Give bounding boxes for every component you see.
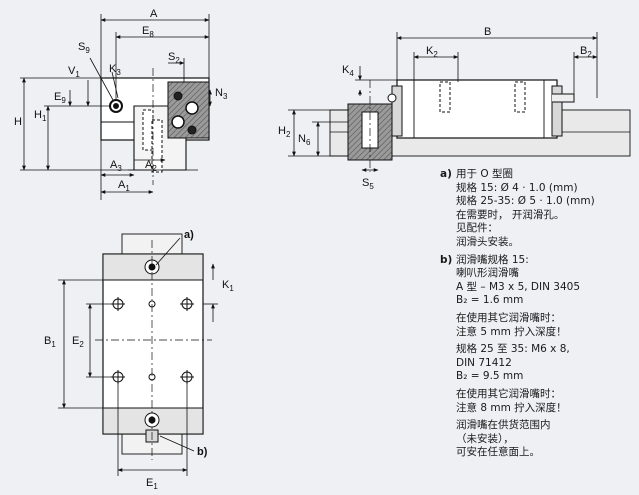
dim-S2: S2: [168, 51, 180, 65]
side-view: [329, 79, 631, 172]
note-b-line: 规格 25 至 35: M6 x 8,: [456, 343, 570, 356]
dim-S9: S9: [78, 41, 90, 55]
side-view-labels: B K2 B2 K4 H2 N6 S5: [278, 26, 592, 191]
dim-E9: E9: [54, 91, 66, 105]
dim-V1: V1: [68, 65, 80, 79]
note-a-key: a): [440, 168, 452, 180]
note-b-line: 可安在任意面上。: [456, 446, 540, 459]
dim-A1: A1: [118, 179, 130, 193]
top-view-labels: a) b) K1 B1 E2 E1: [44, 229, 234, 491]
callout-a: a): [184, 229, 194, 241]
dim-H: H: [14, 116, 22, 128]
note-b-line: 润滑嘴规格 15:: [456, 253, 529, 266]
dim-K2: K2: [426, 45, 438, 59]
dim-E2: E2: [72, 335, 84, 349]
note-a-line: 润滑头安装。: [456, 235, 519, 248]
dim-K3: K3: [109, 63, 121, 77]
dim-A3: A3: [110, 159, 122, 173]
note-b-line: （未安装），: [456, 432, 514, 445]
dim-B2: B2: [580, 45, 592, 59]
note-b-line: 注意 8 mm 拧入深度！: [456, 401, 567, 414]
note-b-line: A 型 – M3 x 5, DIN 3405: [456, 280, 581, 293]
top-view: [95, 233, 212, 460]
end-view-labels: A E8 S9 K3 S2 V1 E9 N3 H H1 A3 A2 A1: [14, 8, 228, 193]
note-b-key: b): [440, 253, 453, 266]
notes-panel: a) 用于 O 型圈 规格 15: Ø 4 · 1.0 (mm) 规格 25-3…: [440, 168, 635, 460]
dim-K4: K4: [342, 64, 354, 78]
note-a: a) 用于 O 型圈 规格 15: Ø 4 · 1.0 (mm) 规格 25-3…: [440, 168, 635, 250]
dim-H1: H1: [34, 109, 47, 123]
dim-A2: A2: [145, 159, 157, 173]
note-a-line: 见配件：: [456, 222, 498, 235]
note-b-line: 注意 5 mm 拧入深度！: [456, 325, 567, 338]
note-a-line: 规格 15: Ø 4 · 1.0 (mm): [456, 181, 578, 194]
end-view: [100, 68, 210, 185]
dim-N3: N3: [215, 87, 228, 101]
note-b-line: DIN 71412: [456, 356, 512, 369]
note-b: b) 润滑嘴规格 15: 喇叭形润滑嘴 A 型 – M3 x 5, DIN 34…: [440, 254, 635, 460]
note-b-line: 在使用其它润滑嘴时：: [456, 311, 561, 324]
note-b-line: 喇叭形润滑嘴: [456, 267, 519, 280]
dim-E1: E1: [146, 477, 158, 491]
note-a-line: 在需要时， 开润滑孔。: [456, 208, 565, 221]
dim-E8: E8: [142, 25, 154, 39]
dim-N6: N6: [298, 133, 311, 147]
dim-B1: B1: [44, 335, 56, 349]
dim-A: A: [150, 8, 158, 20]
note-a-line: 用于 O 型圈: [456, 168, 513, 180]
note-a-line: 规格 25-35: Ø 5 · 1.0 (mm): [456, 195, 595, 208]
dim-S5: S5: [362, 177, 374, 191]
dim-B: B: [484, 26, 491, 38]
dim-K1: K1: [222, 279, 234, 293]
dim-H2: H2: [278, 125, 291, 139]
note-b-line: B₂ = 1.6 mm: [456, 294, 524, 307]
note-b-line: B₂ = 9.5 mm: [456, 370, 524, 383]
note-b-line: 润滑嘴在供货范围内: [456, 419, 551, 432]
note-b-line: 在使用其它润滑嘴时：: [456, 387, 561, 400]
callout-b: b): [197, 446, 208, 458]
